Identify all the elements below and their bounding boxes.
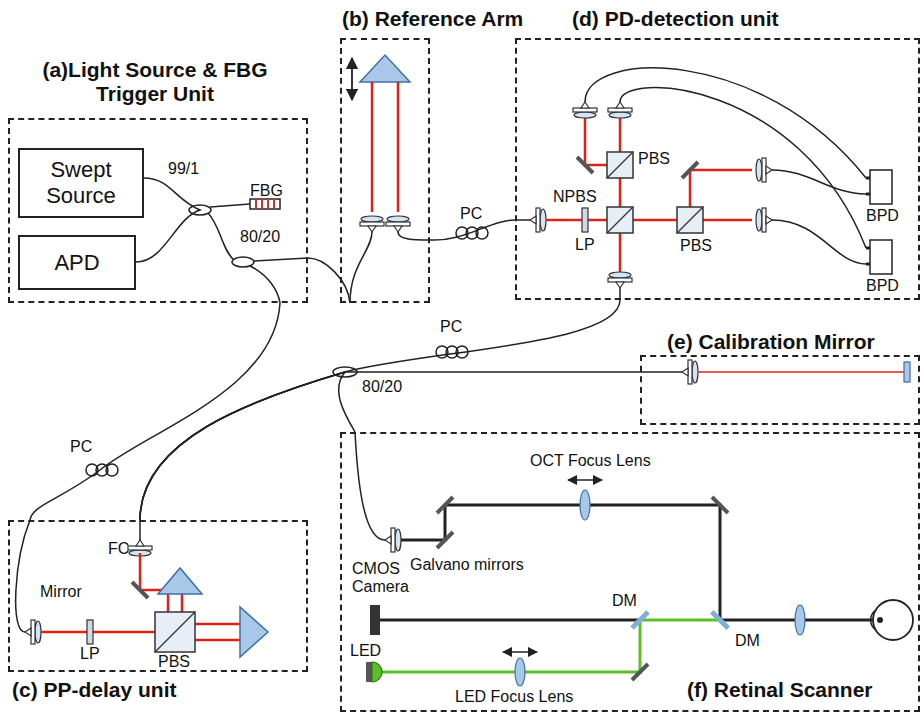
part-label: PBS — [680, 237, 712, 255]
fiber — [140, 300, 620, 520]
part-label: Galvano mirrors — [410, 556, 524, 574]
part-label: DM — [735, 632, 760, 650]
unit-heading: (d) PD-detection unit — [572, 7, 778, 31]
unit-heading: (f) Retinal Scanner — [687, 678, 873, 702]
reference-optics — [350, 55, 430, 303]
unit-region: (b) Reference Arm — [340, 38, 430, 303]
device-box: APD — [18, 235, 136, 290]
part-label: FC — [108, 540, 129, 558]
part-label: FBG — [250, 182, 283, 200]
fiber — [30, 303, 280, 520]
part-label: LED Focus Lens — [455, 688, 573, 706]
fiber — [140, 372, 640, 520]
box-text: APD — [50, 250, 103, 276]
unit-heading: (c) PP-delay unit — [12, 678, 177, 702]
part-label: PC — [460, 205, 482, 223]
part-label: BPD — [866, 207, 899, 225]
part-label: BPD — [866, 277, 899, 295]
unit-heading: (b) Reference Arm — [342, 7, 523, 31]
unit-region: (d) PD-detection unit — [515, 38, 920, 300]
part-label: DM — [612, 592, 637, 610]
part-label: PBS — [638, 150, 670, 168]
device-box: Swept Source — [18, 148, 144, 218]
part-label: CMOS Camera — [352, 560, 424, 596]
unit-heading: (a)Light Source & FBG Trigger Unit — [35, 58, 275, 106]
part-label: PC — [440, 318, 462, 336]
fiber — [430, 220, 515, 240]
box-text: Swept Source — [20, 157, 142, 209]
coupler-80-20 — [232, 257, 254, 267]
part-label: PBS — [158, 653, 190, 671]
part-label: 80/20 — [362, 378, 402, 396]
unit-region: (e) Calibration Mirror — [640, 355, 920, 425]
fiber — [140, 372, 355, 520]
calibration-optics — [640, 360, 910, 384]
part-label: OCT Focus Lens — [530, 452, 651, 470]
delay-optics — [16, 520, 268, 657]
fbg-symbol — [250, 199, 280, 209]
part-label: PC — [70, 438, 92, 456]
part-label: LP — [575, 236, 595, 254]
polarization-controller — [86, 464, 118, 476]
unit-heading: (e) Calibration Mirror — [667, 330, 875, 354]
part-label: NPBS — [553, 188, 597, 206]
scanner-optics — [355, 432, 913, 686]
source-fibers — [208, 204, 308, 303]
part-label: 99/1 — [168, 160, 199, 178]
fiber — [308, 258, 350, 303]
part-label: LED — [350, 642, 381, 660]
part-label: Mirror — [40, 583, 82, 601]
detection-optics — [515, 68, 892, 300]
unit-region: (a)Light Source & FBG Trigger UnitSwept … — [8, 118, 308, 303]
fiber — [136, 178, 200, 262]
part-label: 80/20 — [240, 228, 280, 246]
part-label: LP — [80, 645, 100, 663]
